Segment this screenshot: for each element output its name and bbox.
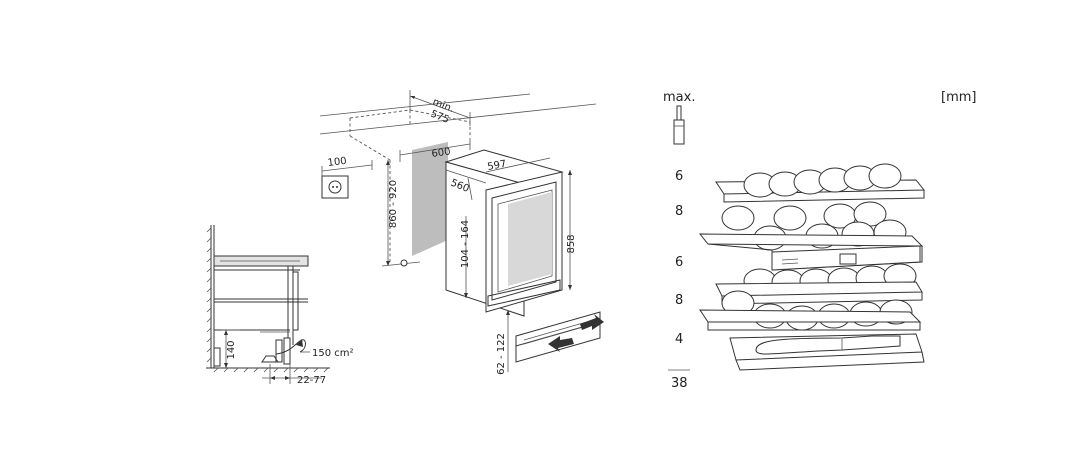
shelf-4	[715, 263, 923, 305]
shelf-count-5: 4	[675, 332, 683, 347]
dim-100: 100	[327, 156, 347, 169]
side-section-view: 140 150 cm² 22-77	[206, 225, 354, 386]
capacity-view: max. [mm] 6 8 6 8 4 38	[663, 90, 976, 391]
shelf-5	[699, 290, 922, 331]
dim-22-77: 22-77	[297, 375, 326, 386]
dim-vent-150: 150 cm²	[312, 348, 354, 359]
bottle-icon	[673, 105, 685, 145]
dim-104-164: 104 - 164	[460, 220, 471, 268]
dim-62-122: 62 - 122	[496, 333, 507, 375]
shelf-count-4: 8	[675, 293, 683, 308]
shelf-count-3: 6	[675, 255, 683, 270]
dim-858: 858	[566, 234, 577, 253]
dim-860-920: 860 - 920	[388, 180, 399, 228]
dim-140: 140	[226, 340, 237, 359]
shelf-count-2: 8	[675, 204, 683, 219]
max-label: max.	[663, 90, 695, 105]
shelf-3	[698, 233, 924, 271]
niche-view: min. 575 600 100 860 - 920	[319, 90, 597, 267]
unit-label: [mm]	[941, 90, 976, 105]
shelf-1	[715, 163, 926, 203]
appliance-view: 597 560 858 104 - 164 62 - 122	[444, 149, 604, 375]
total-count: 38	[671, 376, 688, 391]
shelf-count-1: 6	[675, 169, 683, 184]
bottom-drawer	[729, 333, 925, 371]
dim-600: 600	[431, 146, 451, 160]
dim-597: 597	[487, 159, 508, 173]
